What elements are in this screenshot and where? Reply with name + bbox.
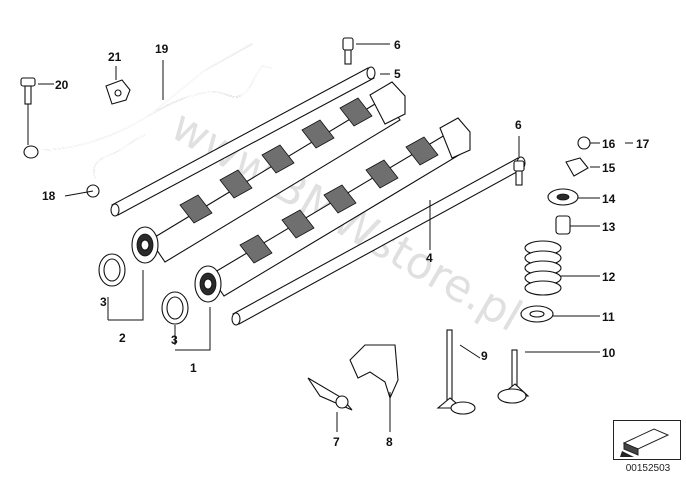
seal-part-13 bbox=[555, 215, 571, 235]
spring-part-12 bbox=[524, 240, 562, 296]
label-20: 20 bbox=[55, 78, 69, 92]
label-19: 19 bbox=[155, 42, 169, 56]
seal-ring-upper-inner bbox=[103, 258, 121, 282]
screw-part-6a bbox=[342, 37, 390, 65]
cap-part-16 bbox=[577, 136, 591, 150]
keeper-part-15 bbox=[565, 157, 589, 177]
valve-part-10 bbox=[497, 349, 530, 404]
label-13: 13 bbox=[602, 220, 616, 234]
label-5: 5 bbox=[394, 67, 401, 81]
label-14: 14 bbox=[602, 192, 616, 206]
label-10: 10 bbox=[602, 346, 616, 360]
label-6b: 6 bbox=[515, 118, 522, 132]
label-3b: 3 bbox=[171, 333, 178, 347]
label-2: 2 bbox=[119, 331, 126, 345]
screw-part-6b bbox=[513, 136, 525, 186]
document-number: 00152503 bbox=[625, 463, 671, 474]
label-18: 18 bbox=[42, 189, 56, 203]
label-17: 17 bbox=[636, 137, 650, 151]
label-6a: 6 bbox=[394, 38, 401, 52]
valve-part-9 bbox=[436, 329, 476, 415]
leader-lines bbox=[64, 60, 633, 432]
label-9: 9 bbox=[481, 349, 488, 363]
nav-arrow-box[interactable] bbox=[613, 420, 681, 460]
bolt-part-20 bbox=[20, 77, 54, 105]
label-15: 15 bbox=[602, 161, 616, 175]
pipe-part-19 bbox=[23, 43, 273, 198]
arrow-nav-icon bbox=[620, 428, 670, 457]
label-8: 8 bbox=[386, 435, 393, 449]
label-3a: 3 bbox=[100, 295, 107, 309]
seal-ring-lower-inner bbox=[166, 296, 184, 320]
label-1: 1 bbox=[190, 361, 197, 375]
label-7: 7 bbox=[333, 435, 340, 449]
camshaft-lower bbox=[194, 117, 471, 303]
label-11: 11 bbox=[602, 310, 615, 324]
camshaft-upper bbox=[131, 81, 406, 264]
label-16: 16 bbox=[602, 137, 616, 151]
label-21: 21 bbox=[108, 50, 122, 64]
bracket-part-8 bbox=[349, 344, 399, 400]
shaft-part-5 bbox=[110, 66, 376, 217]
label-12: 12 bbox=[602, 270, 616, 284]
label-4: 4 bbox=[426, 251, 433, 265]
clip-part-21 bbox=[105, 66, 131, 105]
valve-stack bbox=[520, 136, 591, 323]
follower-part-7 bbox=[307, 377, 353, 411]
